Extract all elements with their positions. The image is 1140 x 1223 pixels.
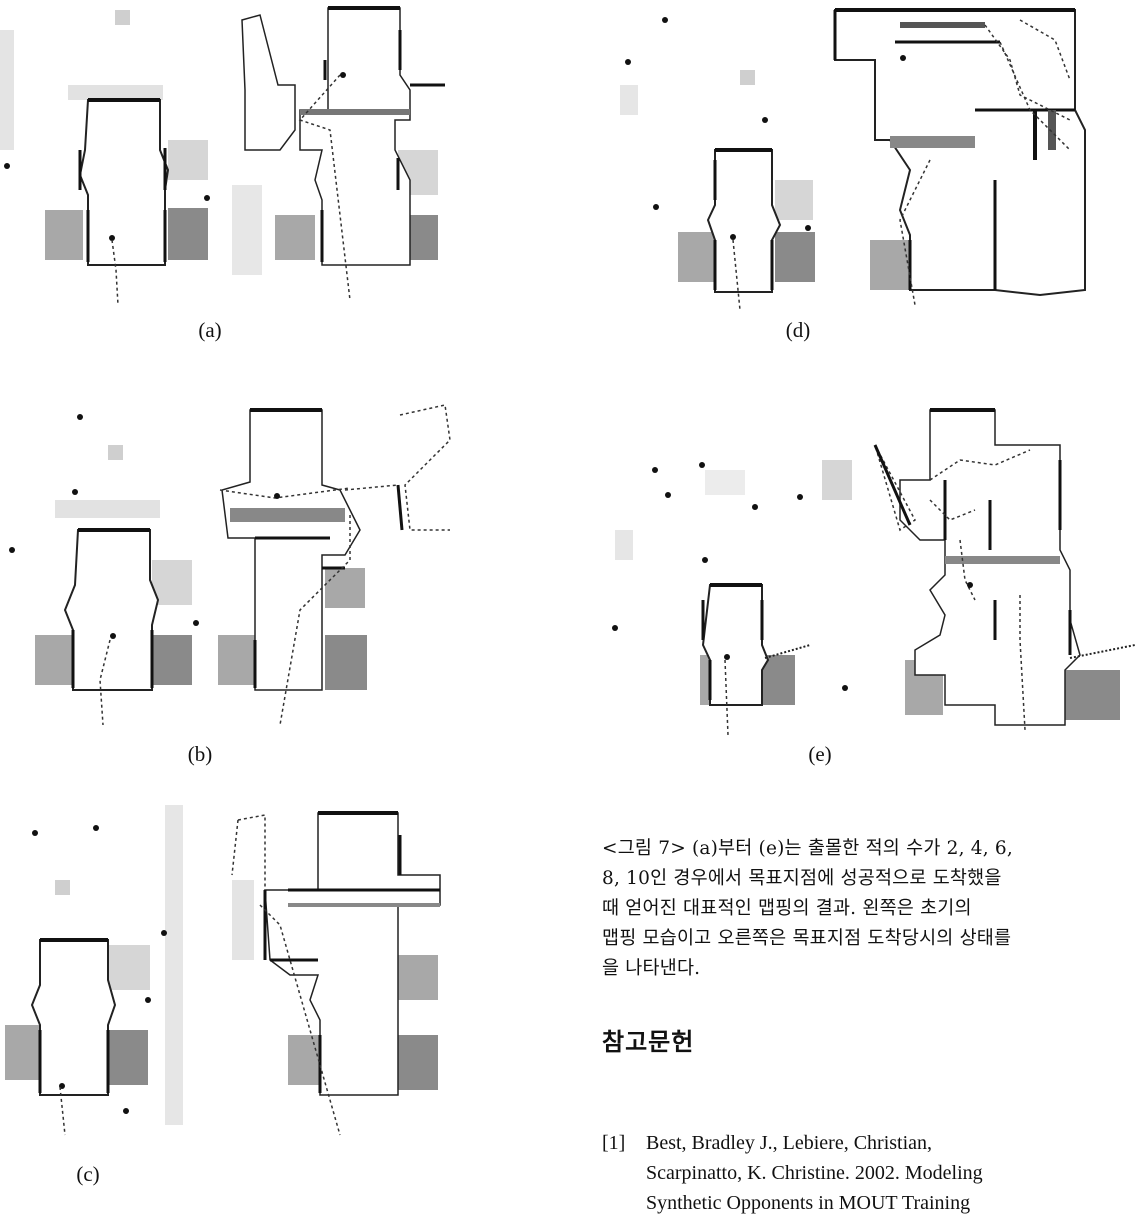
figure-label-e: (e) <box>808 742 832 766</box>
references-heading: 참고문헌 <box>602 1027 695 1056</box>
caption-line: 을 나타낸다. <box>602 958 701 979</box>
figure-label-a: (a) <box>198 318 222 342</box>
caption-line: <그림 7> (a)부터 (e)는 출몰한 적의 수가 2, 4, 6, <box>602 838 1013 859</box>
caption-line: 때 얻어진 대표적인 맵핑의 결과. 왼쪽은 초기의 <box>602 898 972 919</box>
caption-line: 맵핑 모습이고 오른쪽은 목표지점 도착당시의 상태를 <box>602 928 1012 949</box>
reference-text-line: Scarpinatto, K. Christine. 2002. Modelin… <box>646 1162 983 1184</box>
mapping-image-e <box>600 400 1140 740</box>
mapping-image-c <box>0 795 455 1145</box>
reference-item: [1] Best, Bradley J., Lebiere, Christian,… <box>602 1128 1140 1218</box>
figure-c: (c) <box>0 795 455 1186</box>
figure-b: (b) <box>0 390 455 766</box>
figure-caption: <그림 7> (a)부터 (e)는 출몰한 적의 수가 2, 4, 6, 8, … <box>602 834 1140 984</box>
caption-line: 8, 10인 경우에서 목표지점에 성공적으로 도착했을 <box>602 868 1002 889</box>
mapping-image-b <box>0 390 455 730</box>
reference-text-line: Synthetic Opponents in MOUT Training <box>646 1192 971 1214</box>
figure-d: (d) <box>600 0 1140 342</box>
figure-label-d: (d) <box>785 318 811 342</box>
mapping-image-d <box>600 0 1140 315</box>
figure-label-c: (c) <box>76 1162 100 1186</box>
figure-a: (a) <box>0 0 455 342</box>
mapping-image-a <box>0 0 455 315</box>
reference-number: [1] <box>602 1132 626 1154</box>
figure-e: (e) <box>600 400 1140 766</box>
figure-label-b: (b) <box>187 742 213 766</box>
reference-text-line: Best, Bradley J., Lebiere, Christian, <box>646 1132 933 1154</box>
